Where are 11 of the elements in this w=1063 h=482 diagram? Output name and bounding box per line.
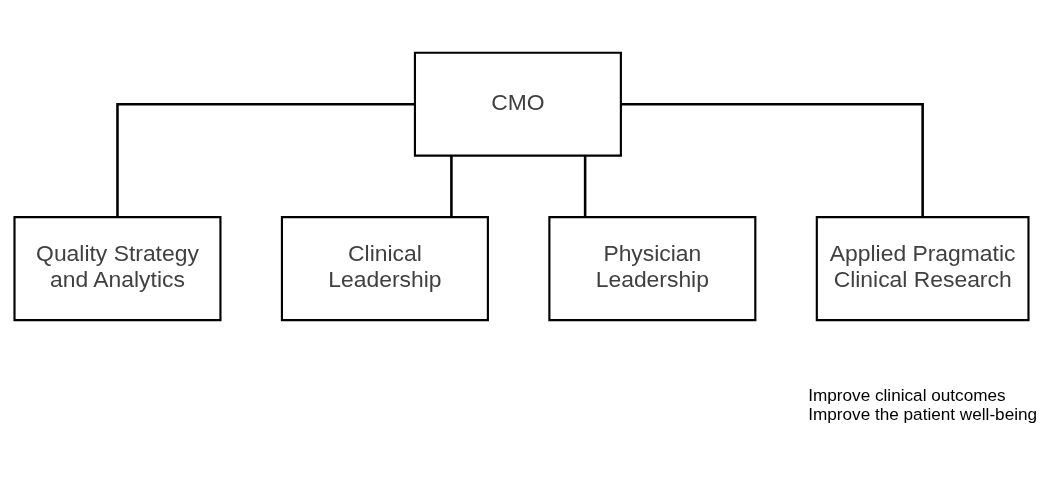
node-box: Clinical Leadership bbox=[280, 215, 489, 321]
node-box: Quality Strategy and Analytics bbox=[13, 215, 222, 321]
node-box: Applied Pragmatic Clinical Research bbox=[815, 215, 1030, 321]
node-box: CMO bbox=[413, 51, 622, 157]
connector bbox=[621, 102, 924, 217]
connector bbox=[116, 102, 415, 217]
node-box: Physician Leadership bbox=[548, 215, 757, 321]
node-label: Improve the patient well-being bbox=[808, 403, 1038, 424]
node-label: Improve clinical outcomes bbox=[808, 384, 1006, 405]
connector bbox=[450, 155, 453, 217]
connector bbox=[583, 155, 587, 217]
